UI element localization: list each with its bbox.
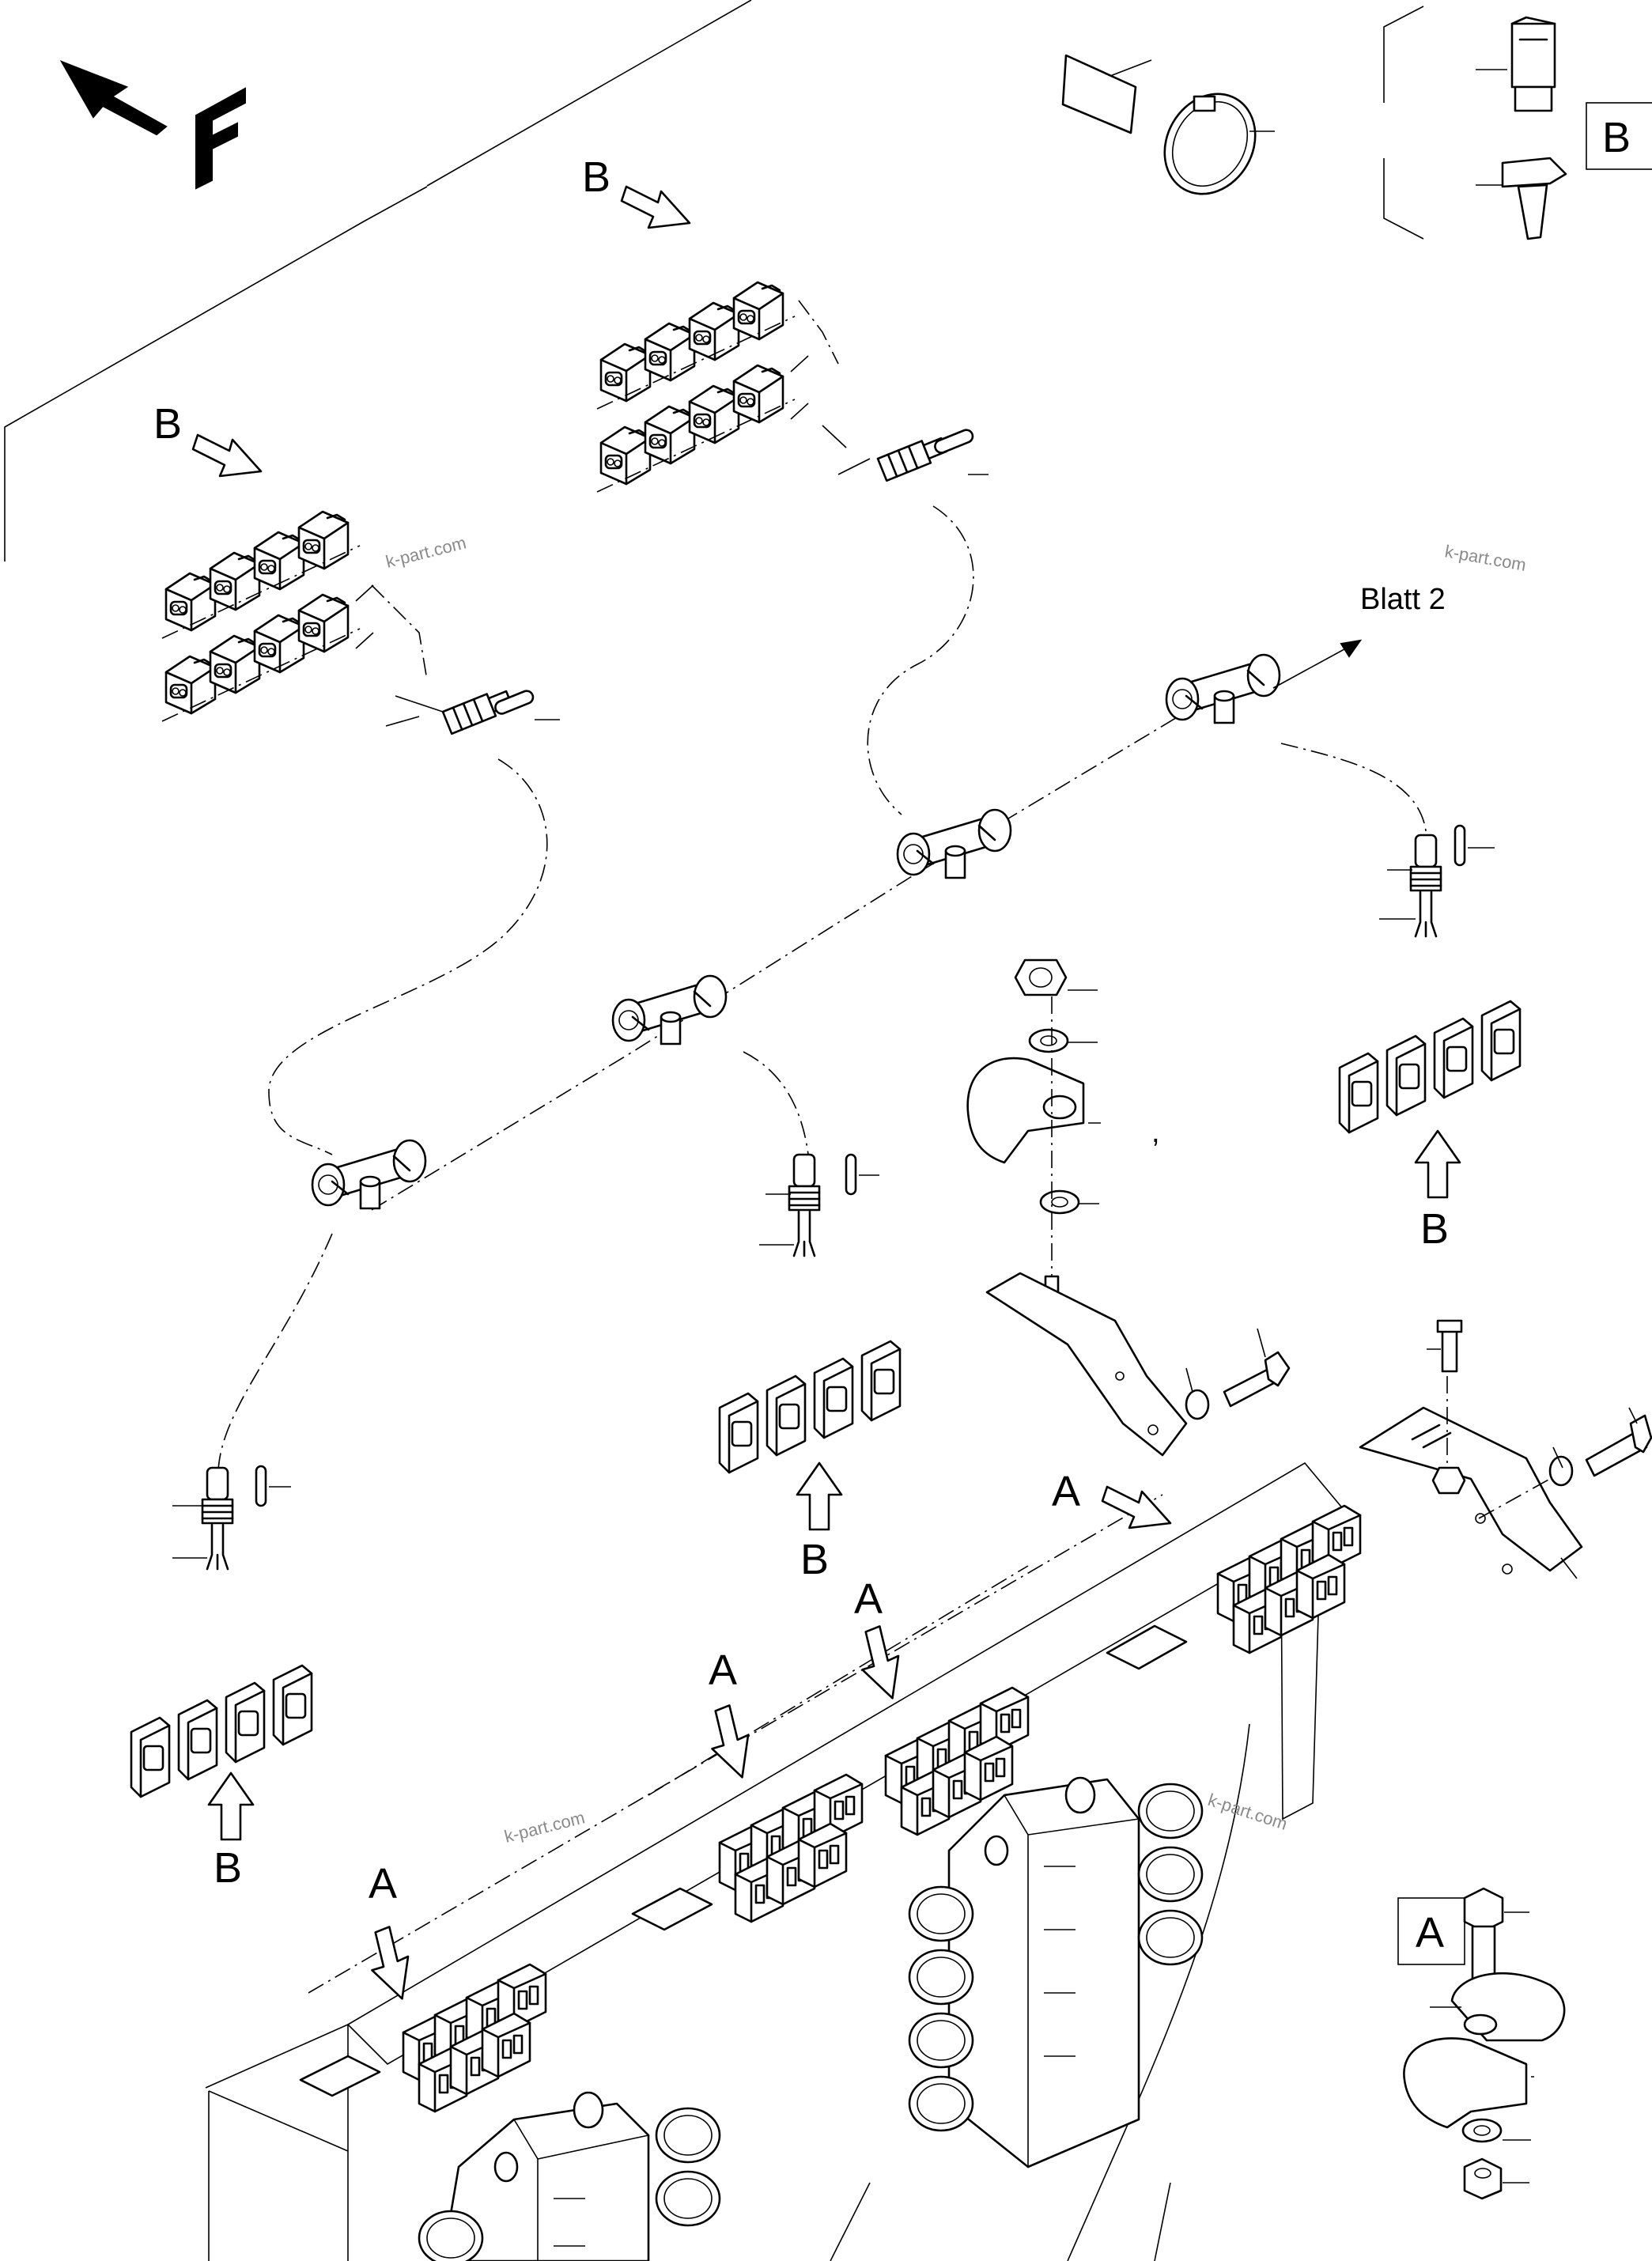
nut-icon xyxy=(1014,958,1068,996)
panel-outline xyxy=(4,0,752,561)
cable-tape-icon xyxy=(1061,54,1152,134)
forward-f-icon xyxy=(195,87,246,190)
connector-cluster-top: B xyxy=(582,153,989,492)
detail-b-label: B xyxy=(1602,114,1631,161)
washer-icon xyxy=(1028,1028,1069,1053)
label-b-top: B xyxy=(582,153,611,201)
harness-path-right xyxy=(1280,743,1427,839)
label-b-left: B xyxy=(153,400,182,448)
label-a-1: A xyxy=(369,1860,397,1907)
label-a-3: A xyxy=(854,1575,883,1623)
label-b-middle: B xyxy=(800,1536,829,1583)
clamp-icon xyxy=(966,1057,1085,1164)
watermark-3: k-part.com xyxy=(502,1807,587,1846)
valve-block-icon xyxy=(418,1776,1204,2261)
bracket-icon xyxy=(985,1272,1188,1457)
label-a-2: A xyxy=(709,1647,737,1694)
connector-cluster-left: B xyxy=(153,400,560,735)
harness-path-left xyxy=(268,758,548,1155)
detail-b: B xyxy=(1383,6,1652,240)
detail-a: A xyxy=(1397,1887,1566,2200)
watermark-2: k-part.com xyxy=(1443,541,1528,575)
cable-tie-icon xyxy=(1163,93,1275,195)
bracket-assembly-middle: , xyxy=(966,958,1291,1457)
washer-icon xyxy=(1185,1389,1210,1420)
watermark-1: k-part.com xyxy=(384,532,468,571)
rail-brackets xyxy=(299,1624,1188,2097)
harness-path-top xyxy=(867,505,974,815)
harness-path-mid xyxy=(743,1051,811,1171)
blatt-label: Blatt 2 xyxy=(1360,583,1446,616)
bracket-icon xyxy=(1359,1406,1583,1572)
label-a-4: A xyxy=(1052,1468,1080,1515)
direction-arrow-icon xyxy=(59,60,168,136)
harness-path-main xyxy=(371,711,1187,1211)
harness-path-bl xyxy=(217,1233,333,1472)
bracket-assembly-right xyxy=(1359,1319,1652,1579)
comma-mark: , xyxy=(1151,1116,1160,1149)
detail-a-label: A xyxy=(1416,1909,1444,1957)
watermark-4: k-part.com xyxy=(1205,1790,1290,1834)
connector-group-left: B xyxy=(130,1465,313,1892)
a-callouts: A A A A xyxy=(353,1468,1172,2003)
label-b-left-bottom: B xyxy=(214,1844,242,1892)
connector-group-right: B xyxy=(1338,824,1522,1253)
connector-group-middle: B xyxy=(718,1153,902,1583)
tee-piece-icon xyxy=(311,653,1281,1210)
label-b-right: B xyxy=(1420,1205,1449,1253)
